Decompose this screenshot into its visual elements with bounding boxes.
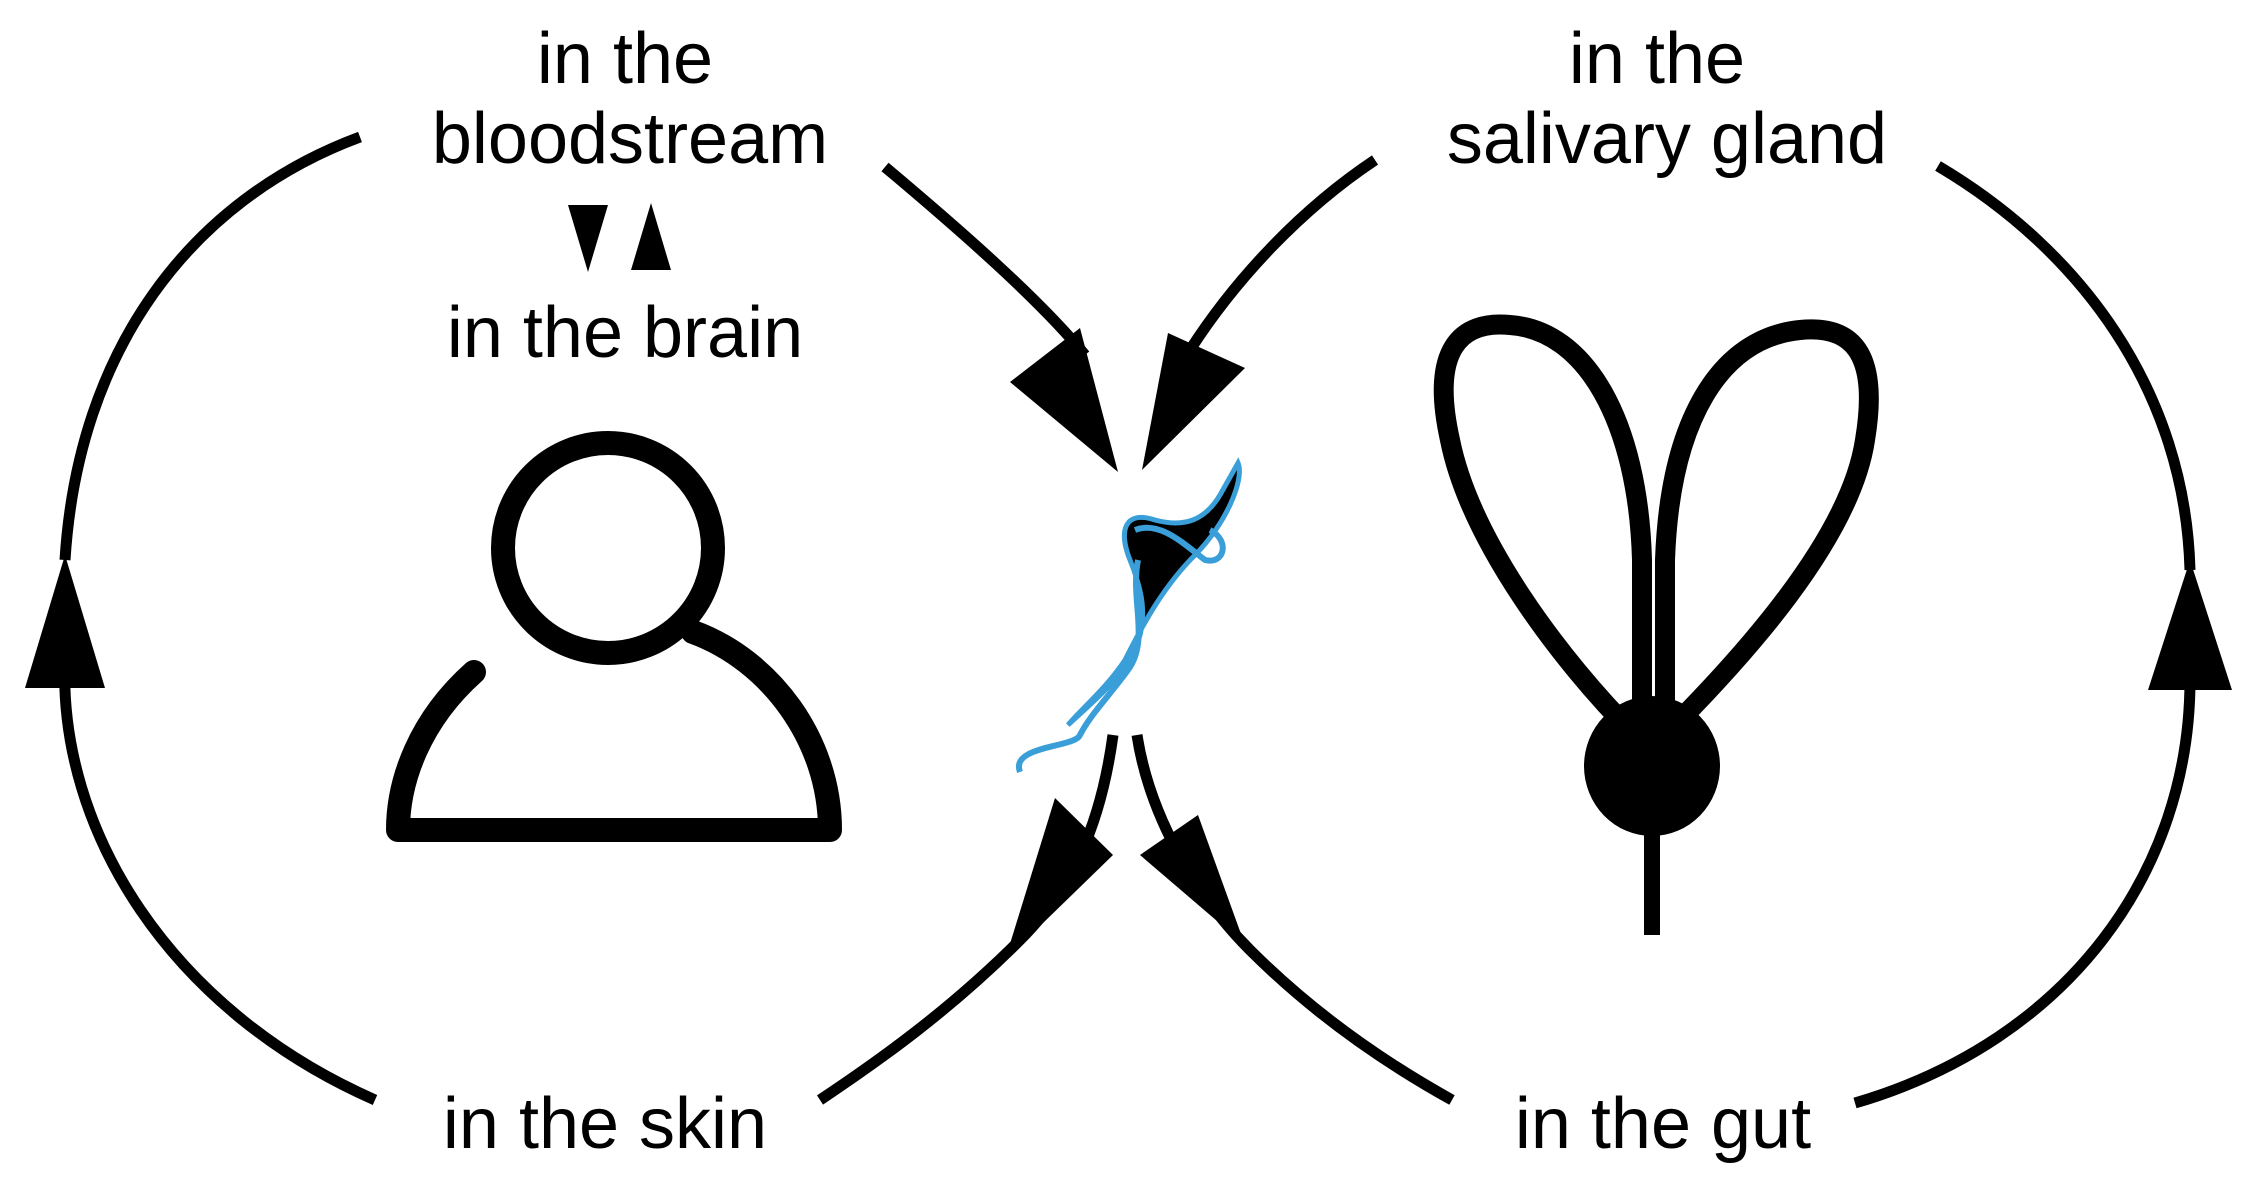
label-gut: in the gut: [1515, 1084, 1811, 1164]
arrowhead-parasite-to-gut: [1140, 815, 1245, 945]
left-cycle: [59, 131, 1119, 1106]
left-cycle-arc-bottom: [59, 659, 378, 1106]
right-cycle-arc-bottom: [1853, 679, 2196, 1109]
arrow-parasite-to-gut-shaft: [1131, 734, 1455, 1105]
arrowhead-right-up: [2148, 560, 2232, 690]
parasite-body: [1066, 457, 1242, 727]
fly-left-wing: [1433, 314, 1652, 743]
arrow-bloodstream-to-brain-icon: [568, 205, 608, 272]
tsetse-fly-icon: [1433, 314, 1879, 935]
label-salivary-line1: in the: [1569, 19, 1745, 99]
right-cycle: [1131, 155, 2196, 1109]
person-body: [386, 620, 842, 842]
fly-right-wing: [1655, 319, 1879, 743]
labels: in the bloodstream in the brain in the s…: [432, 19, 1887, 1164]
parasite-flagellum: [1016, 524, 1226, 774]
arrowhead-left-up: [25, 555, 105, 688]
arrowhead-salivary-to-parasite: [1142, 333, 1245, 470]
arrowhead-bloodstream-to-parasite: [1010, 328, 1118, 472]
left-cycle-arc-top: [59, 131, 362, 561]
trypanosome-icon: [1016, 457, 1242, 774]
arrow-brain-to-bloodstream-icon: [631, 203, 671, 270]
label-bloodstream-line1: in the: [537, 19, 713, 99]
person-icon: [386, 431, 842, 842]
label-salivary-line2: salivary gland: [1447, 99, 1887, 179]
fly-body: [1584, 696, 1720, 836]
arrow-salivary-to-parasite-shaft: [1185, 155, 1379, 353]
arrow-parasite-to-skin-shaft: [816, 734, 1119, 1105]
right-cycle-arc-top: [1935, 161, 2196, 571]
fly-tail: [1644, 820, 1660, 935]
label-bloodstream-line2: bloodstream: [432, 99, 828, 179]
arrow-bloodstream-to-parasite-shaft: [881, 162, 1090, 359]
arrowhead-parasite-to-skin: [1005, 798, 1113, 960]
label-brain: in the brain: [447, 293, 803, 373]
person-head: [491, 431, 725, 665]
label-skin: in the skin: [443, 1084, 767, 1164]
arrowheads: [25, 203, 2232, 960]
